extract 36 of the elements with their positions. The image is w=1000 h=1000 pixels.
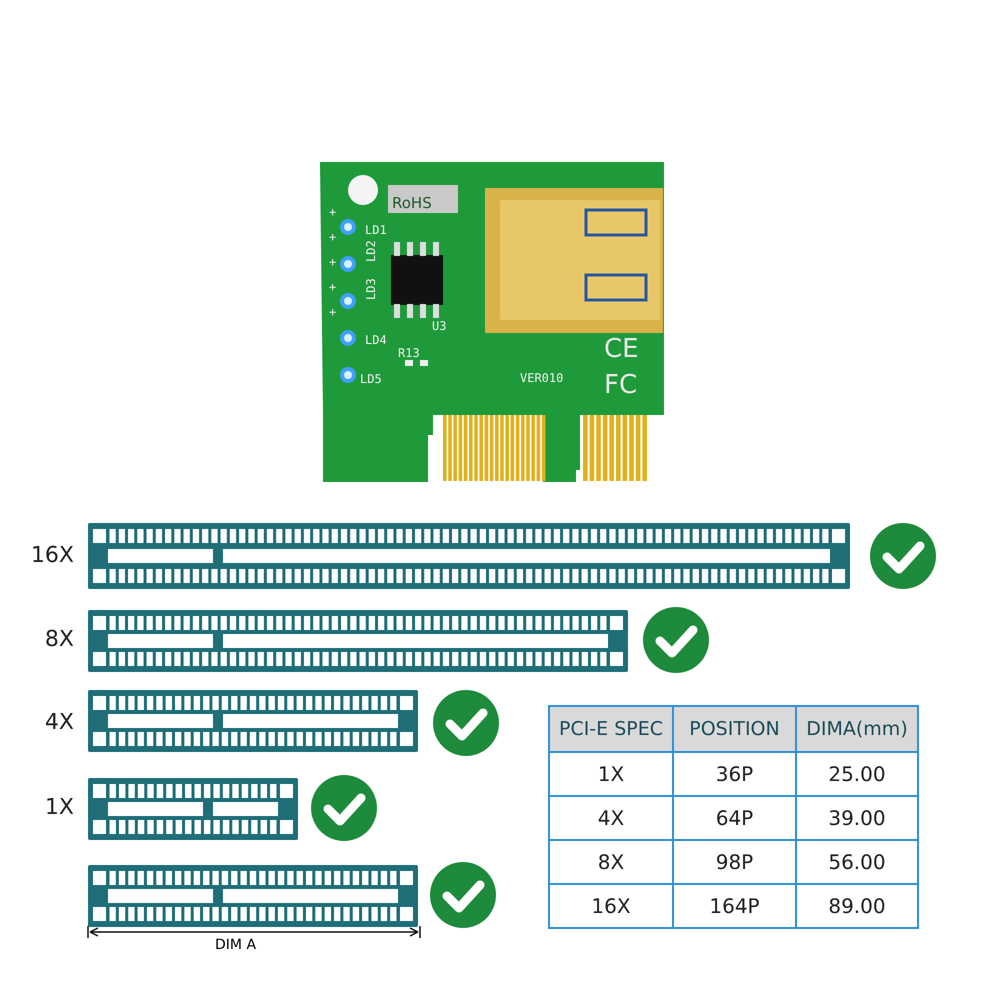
slot-size-label: 8X [44, 629, 74, 651]
component-label: LD1 [365, 224, 387, 236]
table-cell: 56.00 [796, 840, 918, 884]
polarity-mark: + [329, 206, 336, 218]
slot-size-label: 1X [44, 797, 74, 819]
header-cell: POSITION [673, 706, 796, 752]
table-cell: 98P [673, 840, 796, 884]
polarity-mark: + [329, 231, 336, 243]
polarity-mark: + [329, 281, 336, 293]
component-label: LD3 [365, 278, 377, 300]
component-label: LD4 [365, 334, 387, 346]
certification-mark: RoHS [392, 196, 432, 211]
table-cell: 64P [673, 796, 796, 840]
slot-size-label: 16X [30, 545, 74, 567]
component-label: U3 [432, 320, 446, 332]
dimension-label: DIM A [215, 938, 256, 952]
table-cell: 1X [549, 752, 673, 796]
table-cell: 4X [549, 796, 673, 840]
board-version-label: VER010 [520, 372, 564, 384]
table-cell: 8X [549, 840, 673, 884]
component-label: LD5 [360, 373, 382, 385]
table-cell: 36P [673, 752, 796, 796]
table-cell: 39.00 [796, 796, 918, 840]
polarity-mark: + [329, 306, 336, 318]
header-cell: PCI-E SPEC [549, 706, 673, 752]
header-cell: DIMA(mm) [796, 706, 918, 752]
slot-size-label: 4X [44, 712, 74, 734]
certification-mark: CE [604, 336, 639, 362]
table-cell: 25.00 [796, 752, 918, 796]
certification-mark: FC [604, 372, 638, 398]
table-cell: 16X [549, 884, 673, 928]
table-cell: 89.00 [796, 884, 918, 928]
polarity-mark: + [329, 256, 336, 268]
component-label: LD2 [365, 240, 377, 262]
table-cell: 164P [673, 884, 796, 928]
component-label: R13 [398, 347, 420, 359]
